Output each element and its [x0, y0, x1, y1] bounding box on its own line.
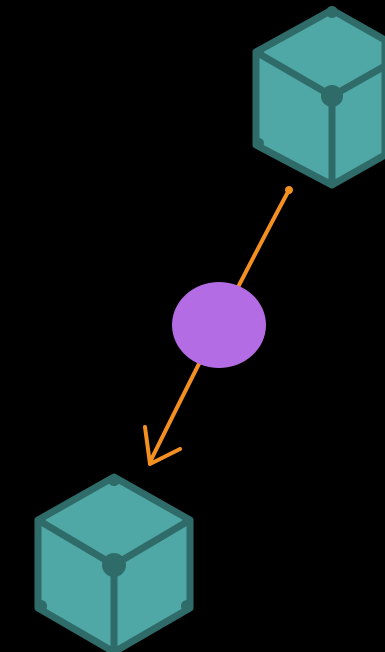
bottom-cube[interactable] — [35, 474, 193, 652]
midpoint-marker[interactable] — [172, 282, 266, 368]
top-cube[interactable] — [254, 6, 385, 187]
